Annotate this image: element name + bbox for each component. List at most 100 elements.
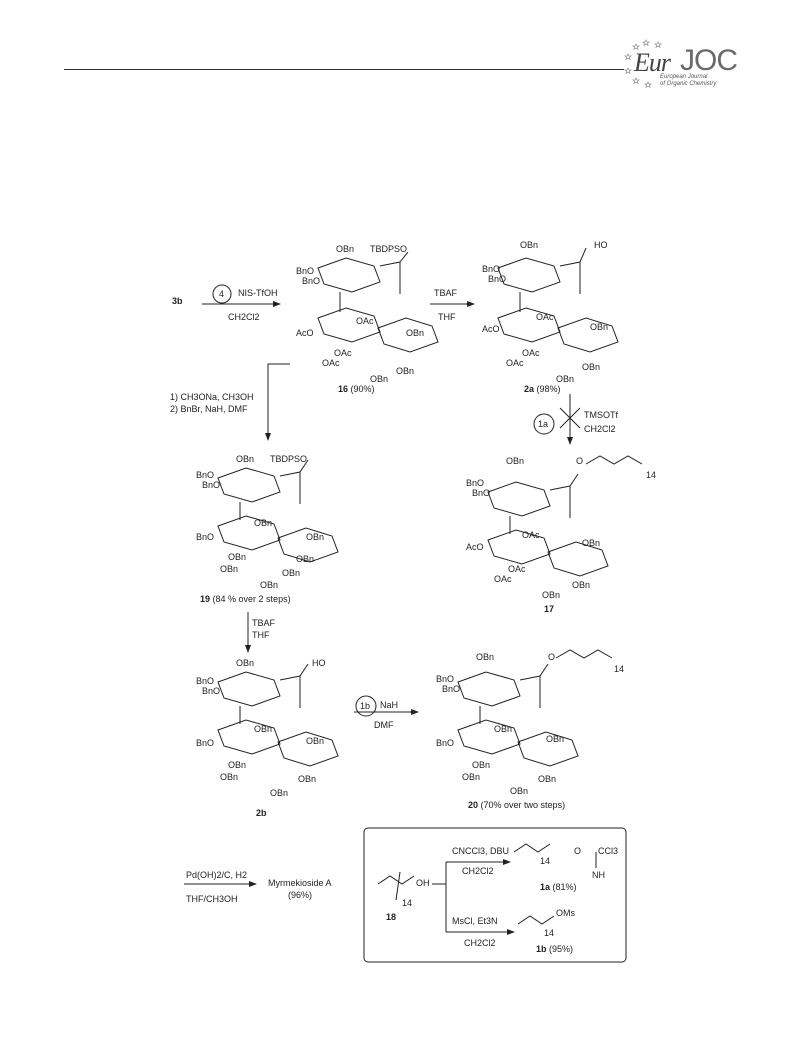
- circle-1a-label: 1a: [538, 419, 549, 429]
- group-obn: OBn: [298, 774, 317, 784]
- group-obn: OBn: [572, 580, 591, 590]
- chain-14: 14: [544, 928, 555, 938]
- group-obn: OBn: [556, 374, 575, 384]
- group-bno: BnO: [442, 684, 461, 694]
- group-nh: NH: [592, 870, 605, 880]
- step6-reagent: NaH: [380, 700, 399, 710]
- group-obn: OBn: [296, 554, 315, 564]
- group-obn: OBn: [282, 568, 301, 578]
- group-obn: OBn: [510, 786, 529, 796]
- compound-1b-label: 1b (95%): [536, 944, 574, 954]
- group-bno: BnO: [302, 276, 321, 286]
- group-obn: OBn: [254, 724, 273, 734]
- group-obn: OBn: [520, 240, 539, 250]
- circle-4: [212, 284, 232, 304]
- group-obn: OBn: [476, 652, 495, 662]
- group-oac: OAc: [522, 348, 540, 358]
- group-ccl3: CCl3: [598, 846, 619, 856]
- box-lower-reagent: MsCl, Et3N: [452, 916, 498, 926]
- compound-1a-label: 1a (81%): [540, 882, 577, 892]
- product-name: Myrmekioside A: [268, 878, 332, 888]
- step7-reagent: Pd(OH)2/C, H2: [186, 870, 248, 880]
- group-oac: OAc: [334, 348, 352, 358]
- group-o: O: [548, 652, 556, 662]
- chain-14: 14: [614, 664, 625, 674]
- group-o: O: [576, 456, 584, 466]
- group-ho: HO: [594, 240, 608, 250]
- group-tbdpso: TBDPSO: [370, 244, 408, 254]
- group-obn: OBn: [236, 658, 255, 668]
- step2-reagent: TBAF: [434, 288, 458, 298]
- sugar-ring: [377, 317, 439, 353]
- arrow-step4: [265, 363, 290, 441]
- group-oac: OAc: [494, 574, 512, 584]
- group-bno: BnO: [436, 674, 455, 684]
- box-upper-reagent: CNCCl3, DBU: [452, 846, 510, 856]
- group-obn: OBn: [228, 552, 247, 562]
- group-aco: AcO: [466, 542, 484, 552]
- circle-1b: [355, 695, 377, 717]
- step1-reagent: NIS-TfOH: [238, 288, 278, 298]
- group-bno: BnO: [202, 480, 221, 490]
- chain-14: 14: [646, 470, 657, 480]
- group-obn: OBn: [370, 374, 389, 384]
- group-tbdpso: TBDPSO: [270, 454, 308, 464]
- step2-solvent: THF: [438, 312, 456, 322]
- group-bno: BnO: [466, 478, 485, 488]
- sugar-ring: [317, 257, 381, 293]
- box-lower-solvent: CH2Cl2: [464, 938, 496, 948]
- group-obn: OBn: [306, 736, 325, 746]
- group-bno: BnO: [436, 738, 455, 748]
- group-obn: OBn: [406, 328, 425, 338]
- step3-reagent: TMSOTf: [584, 410, 618, 420]
- reagent-box: [363, 827, 627, 963]
- group-aco: AcO: [296, 328, 314, 338]
- group-oac: OAc: [522, 530, 540, 540]
- group-obn: OBn: [220, 772, 239, 782]
- group-obn: OBn: [396, 366, 415, 376]
- group-obn: OBn: [582, 538, 601, 548]
- step5-reagent: TBAF: [252, 618, 276, 628]
- group-aco: AcO: [482, 324, 500, 334]
- group-oac: OAc: [506, 358, 524, 368]
- chain-14: 14: [540, 856, 551, 866]
- compound-20-label: 20 (70% over two steps): [468, 800, 566, 810]
- group-oac: OAc: [508, 564, 526, 574]
- step3-solvent: CH2Cl2: [584, 424, 616, 434]
- group-obn: OBn: [462, 772, 481, 782]
- group-obn: OBn: [220, 564, 239, 574]
- header-rule: [64, 69, 624, 70]
- product-yield: (96%): [288, 890, 313, 900]
- step5-solvent: THF: [252, 630, 270, 640]
- group-bno: BnO: [196, 676, 215, 686]
- step4-line1: 1) CH3ONa, CH3OH: [170, 392, 254, 402]
- group-bno: BnO: [196, 738, 215, 748]
- group-oh: OH: [416, 878, 430, 888]
- group-obn: OBn: [236, 454, 255, 464]
- group-bno: BnO: [196, 532, 215, 542]
- chain-14: 14: [402, 898, 413, 908]
- group-oac: OAc: [536, 312, 554, 322]
- compound-19-label: 19 (84 % over 2 steps): [200, 594, 291, 604]
- compound-16-label: 16 (90%): [338, 384, 375, 394]
- logo-joc: JOC: [680, 44, 738, 77]
- group-oac: OAc: [356, 316, 374, 326]
- group-obn: OBn: [228, 760, 247, 770]
- group-obn: OBn: [494, 724, 513, 734]
- step6-solvent: DMF: [374, 720, 394, 730]
- group-obn: OBn: [506, 456, 525, 466]
- group-obn: OBn: [542, 590, 561, 600]
- group-bno: BnO: [196, 470, 215, 480]
- compound-18-label: 18: [386, 912, 397, 922]
- group-obn: OBn: [306, 532, 325, 542]
- group-bno: BnO: [472, 488, 491, 498]
- compound-3b: 3b: [172, 296, 183, 306]
- group-oms: OMs: [556, 908, 575, 918]
- compound-2a-label: 2a (98%): [524, 384, 561, 394]
- compound-17-label: 17: [544, 604, 555, 614]
- circle-1a: [533, 413, 555, 435]
- step4-line2: 2) BnBr, NaH, DMF: [170, 404, 248, 414]
- group-bno: BnO: [202, 686, 221, 696]
